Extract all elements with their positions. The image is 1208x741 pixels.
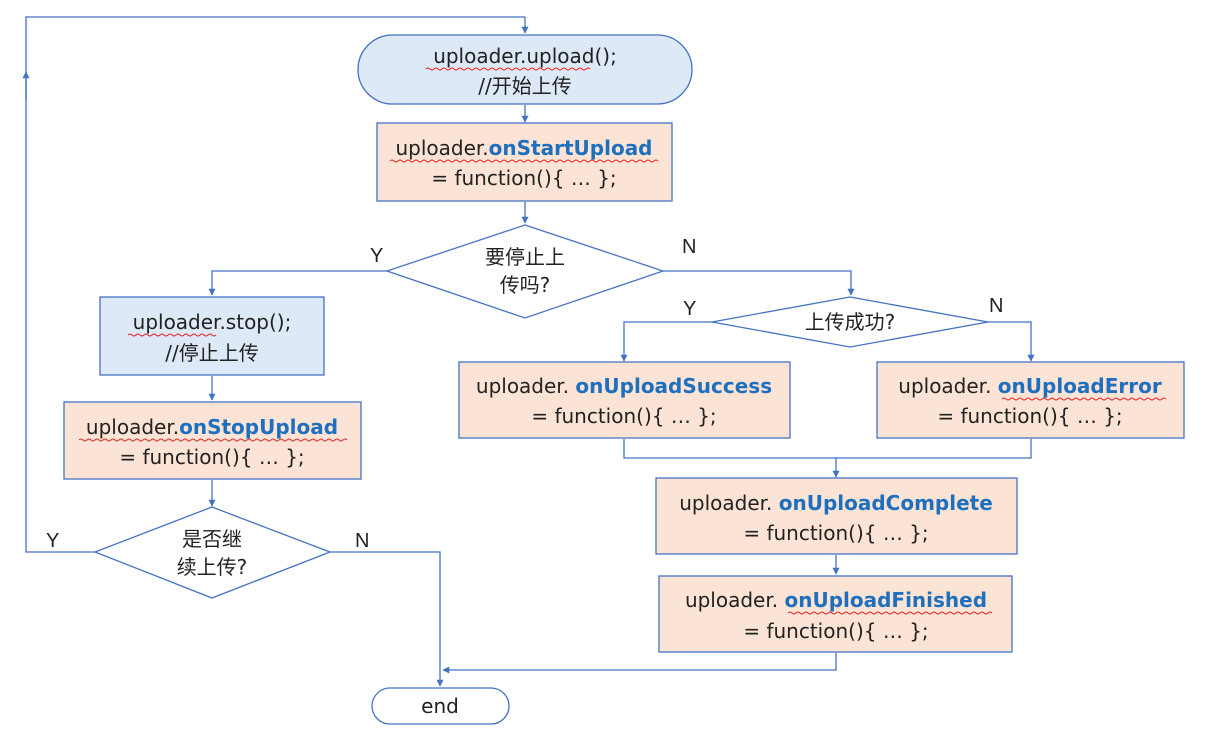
stop-call-node: uploader.stop(); //停止上传	[99, 296, 325, 376]
end-label: end	[421, 694, 459, 718]
on-upload-finished-line-2: = function(){ … };	[743, 619, 928, 643]
process-box-shape	[458, 361, 791, 439]
on-upload-complete-prefix: uploader.	[679, 491, 779, 515]
edge-continue-yes-loop	[25, 16, 525, 553]
edge-stop-yes	[208, 270, 387, 296]
edge-label-success-no: N	[989, 295, 1003, 317]
edge-label-stop-no: N	[682, 236, 696, 258]
decision-stop-line-1: 要停止上	[485, 245, 565, 269]
decision-success-label: 上传成功?	[805, 310, 896, 334]
decision-diamond-shape	[93, 506, 332, 599]
spellcheck-underline	[787, 611, 993, 615]
decision-success-node: 上传成功?	[711, 296, 989, 348]
on-start-upload-line-2: = function(){ … };	[431, 166, 616, 190]
decision-continue-line-2: 续上传?	[177, 555, 248, 579]
on-upload-error-node: uploader. onUploadError = function(){ … …	[876, 361, 1185, 439]
on-upload-complete-line-2: = function(){ … };	[743, 521, 928, 545]
on-start-upload-line-1: uploader.onStartUpload	[396, 136, 653, 160]
edge-success-no	[988, 321, 1035, 362]
spellcheck-underline	[389, 159, 659, 163]
spellcheck-underline	[425, 67, 591, 71]
end-terminal-shape	[371, 687, 510, 725]
on-upload-finished-line-1: uploader. onUploadFinished	[685, 588, 987, 612]
on-upload-finished-event: onUploadFinished	[784, 588, 987, 612]
on-upload-success-line-1: uploader. onUploadSuccess	[476, 374, 772, 398]
on-upload-complete-node: uploader. onUploadComplete = function(){…	[655, 477, 1018, 555]
on-stop-upload-line-1: uploader.onStopUpload	[86, 415, 338, 439]
spellcheck-underline	[1001, 397, 1167, 401]
edge-label-success-yes: Y	[683, 298, 696, 320]
edge-label-stop-yes: Y	[370, 245, 383, 267]
start-node: uploader.upload(); //开始上传	[357, 34, 693, 105]
decision-stop-line-2: 传吗?	[500, 273, 551, 297]
edge-labels: Y N Y N Y N	[46, 236, 1003, 552]
process-box-shape	[876, 361, 1185, 439]
on-stop-upload-node: uploader.onStopUpload = function(){ … };	[63, 401, 362, 480]
decision-diamond-shape	[711, 296, 989, 348]
on-upload-success-line-2: = function(){ … };	[531, 404, 716, 428]
decision-stop-node: 要停止上 传吗?	[384, 224, 666, 319]
edge-label-continue-no: N	[355, 530, 369, 552]
decision-diamond-shape	[384, 224, 666, 319]
on-upload-complete-event: onUploadComplete	[779, 491, 993, 515]
edge-success-merge	[623, 439, 1032, 459]
on-upload-finished-prefix: uploader.	[685, 588, 785, 612]
connectors	[22, 16, 1035, 687]
on-stop-upload-prefix: uploader.	[86, 415, 179, 439]
start-terminal-shape	[357, 34, 693, 105]
edge-stop-no	[663, 270, 855, 296]
on-upload-success-prefix: uploader.	[476, 374, 576, 398]
decision-continue-node: 是否继 续上传?	[93, 506, 332, 599]
on-stop-upload-event: onStopUpload	[179, 415, 338, 439]
on-upload-error-line-2: = function(){ … };	[937, 404, 1122, 428]
edge-success-yes	[620, 321, 712, 362]
on-upload-success-node: uploader. onUploadSuccess = function(){ …	[458, 361, 791, 439]
on-upload-complete-line-1: uploader. onUploadComplete	[679, 491, 993, 515]
on-upload-error-prefix: uploader.	[898, 374, 998, 398]
stop-call-line-1: uploader.stop();	[133, 310, 292, 334]
on-stop-upload-line-2: = function(){ … };	[119, 445, 304, 469]
on-start-upload-prefix: uploader.	[396, 136, 489, 160]
on-upload-success-event: onUploadSuccess	[575, 374, 772, 398]
edge-continue-no	[330, 551, 444, 687]
start-line-2: //开始上传	[478, 74, 571, 98]
on-upload-error-line-1: uploader. onUploadError	[898, 374, 1162, 398]
on-upload-error-event: onUploadError	[998, 374, 1162, 398]
decision-continue-line-1: 是否继	[182, 527, 242, 551]
stop-call-line-2: //停止上传	[165, 341, 258, 365]
edge-finished-to-end	[442, 653, 837, 674]
edge-label-continue-yes: Y	[46, 530, 59, 552]
process-box-shape	[655, 477, 1018, 555]
on-start-upload-event: onStartUpload	[489, 136, 653, 160]
end-node: end	[371, 687, 510, 725]
spellcheck-underline	[78, 438, 348, 442]
action-box-shape	[99, 296, 325, 376]
spellcheck-underline	[127, 333, 217, 337]
on-start-upload-node: uploader.onStartUpload = function(){ … }…	[376, 122, 673, 202]
start-line-1: uploader.upload();	[433, 44, 617, 68]
on-upload-finished-node: uploader. onUploadFinished = function(){…	[658, 575, 1013, 653]
